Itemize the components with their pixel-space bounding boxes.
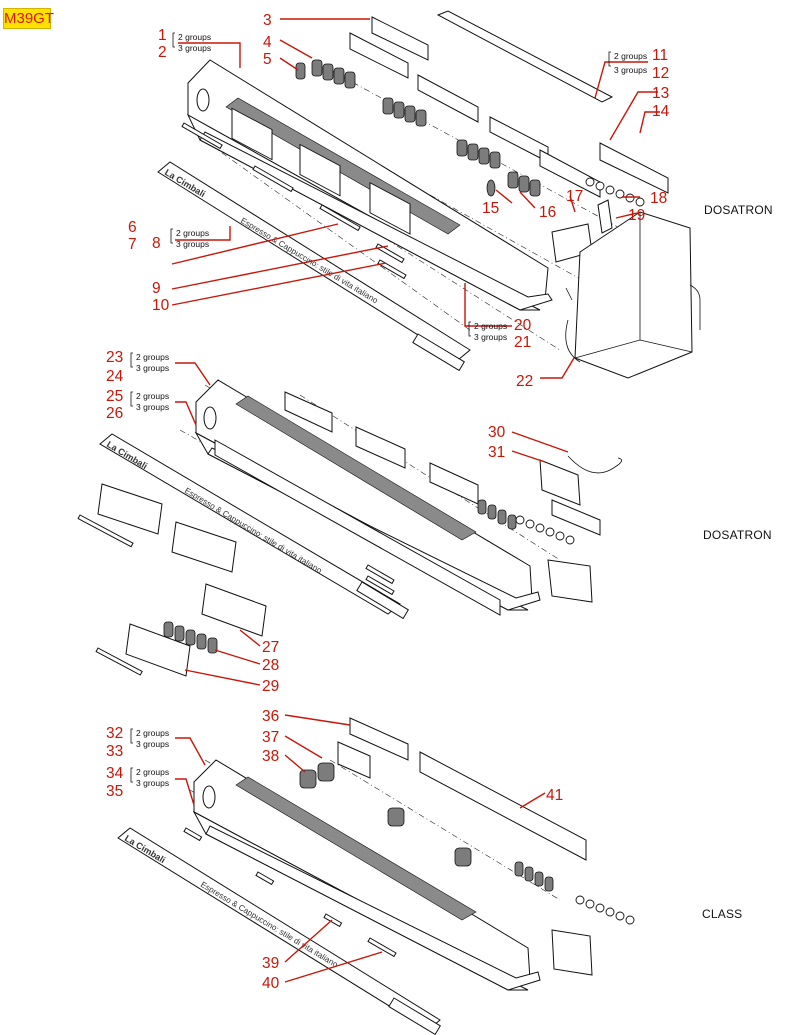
callout-39: 39 — [262, 955, 279, 972]
logo-strip-2 — [99, 433, 401, 615]
group-bracket — [130, 352, 133, 368]
group-bracket — [170, 228, 173, 244]
group-count-label: 3 groups — [136, 363, 169, 373]
group-count-label: 2 groups — [136, 767, 169, 777]
callout-33: 33 — [106, 743, 123, 760]
callout-15: 15 — [482, 200, 499, 217]
callout-7: 7 — [128, 236, 137, 253]
group-count-label: 2 groups — [614, 51, 647, 61]
callout-21: 21 — [514, 334, 531, 351]
callout-16: 16 — [539, 204, 556, 221]
group-count-label: 2 groups — [136, 391, 169, 401]
callout-30: 30 — [488, 424, 506, 441]
leader-lines-middle — [175, 362, 569, 686]
callout-13: 13 — [652, 85, 669, 102]
callout-1: 1 — [158, 27, 167, 44]
group-count-label: 2 groups — [178, 32, 211, 42]
logo-strip-3 — [117, 827, 441, 1031]
section-bottom-parts: La Cimbali Espresso & Cappuccino: stile … — [117, 717, 635, 1035]
variant-label-middle: DOSATRON — [703, 528, 772, 542]
group-count-label: 2 groups — [474, 321, 507, 331]
callout-20: 20 — [514, 317, 532, 334]
callout-38: 38 — [262, 748, 279, 765]
variant-label-top: DOSATRON — [704, 203, 773, 217]
group-bracket — [130, 391, 133, 407]
callout-4: 4 — [263, 34, 272, 51]
callout-6: 6 — [128, 219, 137, 236]
callout-8: 8 — [152, 235, 161, 252]
callout-24: 24 — [106, 368, 124, 385]
callout-3: 3 — [263, 12, 272, 29]
leader-lines-bottom — [175, 714, 546, 983]
callout-23: 23 — [106, 349, 123, 366]
group-count-label: 3 groups — [136, 778, 169, 788]
group-count-label: 3 groups — [136, 739, 169, 749]
callout-37: 37 — [262, 729, 279, 746]
section-middle-parts: La Cimbali Espresso & Cappuccino: stile … — [77, 379, 622, 677]
callout-12: 12 — [652, 65, 669, 82]
callout-18: 18 — [650, 190, 667, 207]
callout-9: 9 — [152, 280, 161, 297]
callout-5: 5 — [263, 51, 272, 68]
callout-41: 41 — [546, 787, 563, 804]
callout-36: 36 — [262, 708, 279, 725]
group-count-label: 2 groups — [136, 352, 169, 362]
leader-lines-top — [171, 18, 660, 379]
callout-14: 14 — [652, 103, 670, 120]
group-bracket — [130, 767, 133, 783]
callout-34: 34 — [106, 765, 124, 782]
group-bracket — [468, 321, 471, 337]
callout-31: 31 — [488, 444, 505, 461]
group-count-label: 3 groups — [178, 43, 211, 53]
group-bracket — [172, 32, 175, 48]
callout-35: 35 — [106, 783, 123, 800]
group-count-label: 3 groups — [136, 402, 169, 412]
callout-28: 28 — [262, 657, 279, 674]
group-count-label: 3 groups — [614, 65, 647, 75]
group-count-label: 3 groups — [474, 332, 507, 342]
callout-40: 40 — [262, 975, 280, 992]
callout-25: 25 — [106, 388, 123, 405]
callout-11: 11 — [652, 47, 668, 64]
variant-label-bottom: CLASS — [702, 907, 743, 921]
callout-19: 19 — [628, 207, 645, 224]
group-count-label: 3 groups — [176, 239, 209, 249]
callout-26: 26 — [106, 405, 123, 422]
group-count-label: 2 groups — [136, 728, 169, 738]
group-count-label: 2 groups — [176, 228, 209, 238]
model-tag: M39GT — [3, 8, 55, 29]
callout-17: 17 — [566, 188, 583, 205]
callout-2: 2 — [158, 44, 167, 61]
group-bracket — [130, 728, 133, 744]
section-top-parts: La Cimbali Espresso & Cappuccino: stile … — [157, 10, 701, 379]
callout-29: 29 — [262, 678, 279, 695]
callout-32: 32 — [106, 725, 123, 742]
callout-27: 27 — [262, 639, 279, 656]
group-bracket — [608, 51, 611, 67]
callout-22: 22 — [516, 373, 533, 390]
front-panel-2 — [195, 379, 533, 601]
callout-10: 10 — [152, 297, 170, 314]
long-strip — [436, 10, 614, 103]
